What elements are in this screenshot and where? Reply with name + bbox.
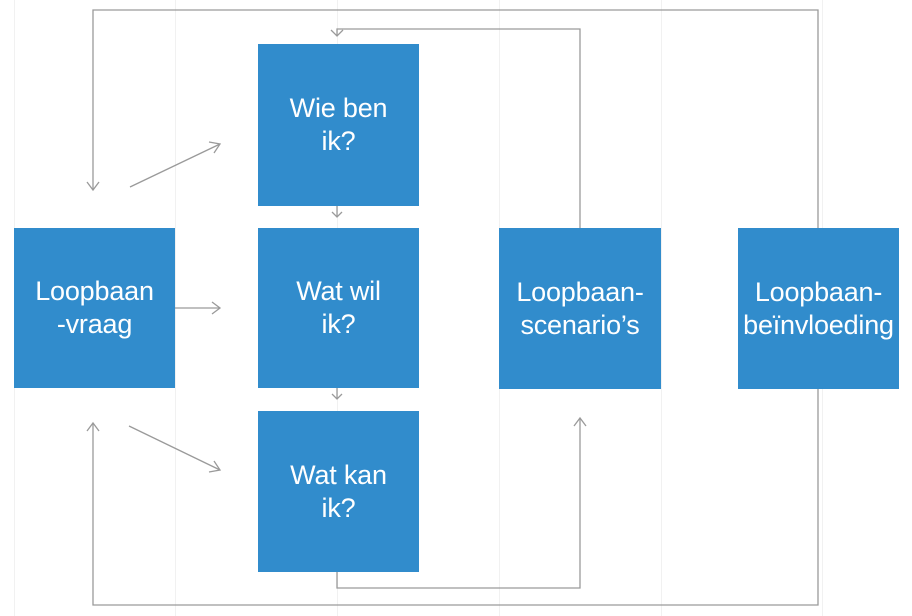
arrowhead bbox=[86, 421, 100, 432]
connector-scenario-to-wie bbox=[336, 28, 581, 228]
arrowhead bbox=[208, 460, 222, 473]
connector-vraag-to-wie bbox=[129, 143, 221, 188]
node-wat-wil-ik: Wat wil ik? bbox=[258, 228, 419, 388]
node-wie-ben-ik: Wie ben ik? bbox=[258, 44, 419, 206]
node-label: Wat kan ik? bbox=[290, 459, 387, 523]
connector-kan-to-scenario bbox=[336, 418, 581, 589]
node-label: Loopbaan -vraag bbox=[35, 276, 154, 339]
arrowhead bbox=[573, 416, 587, 427]
arrowhead bbox=[208, 141, 222, 154]
node-loopbaanvraag: Loopbaan -vraag bbox=[14, 228, 175, 388]
node-label: Wat wil ik? bbox=[296, 276, 381, 339]
arrowhead bbox=[330, 29, 344, 37]
feedback-connector-top bbox=[92, 9, 819, 228]
background-gridline bbox=[661, 0, 662, 616]
arrowhead bbox=[331, 393, 343, 400]
node-loopbaanscenarios: Loopbaan- scenario’s bbox=[499, 228, 661, 389]
arrowhead bbox=[86, 181, 100, 192]
node-label: Loopbaan- scenario’s bbox=[516, 276, 644, 340]
arrowhead bbox=[211, 301, 222, 315]
node-label: Wie ben ik? bbox=[289, 93, 388, 156]
arrowhead bbox=[331, 211, 343, 218]
feedback-connector-bottom bbox=[92, 389, 819, 606]
node-label: Loopbaan- beïnvloeding bbox=[743, 276, 894, 340]
node-loopbaanbeinvloeding: Loopbaan- beïnvloeding bbox=[738, 228, 899, 389]
node-wat-kan-ik: Wat kan ik? bbox=[258, 411, 419, 572]
connector-vraag-to-kan bbox=[128, 425, 221, 471]
